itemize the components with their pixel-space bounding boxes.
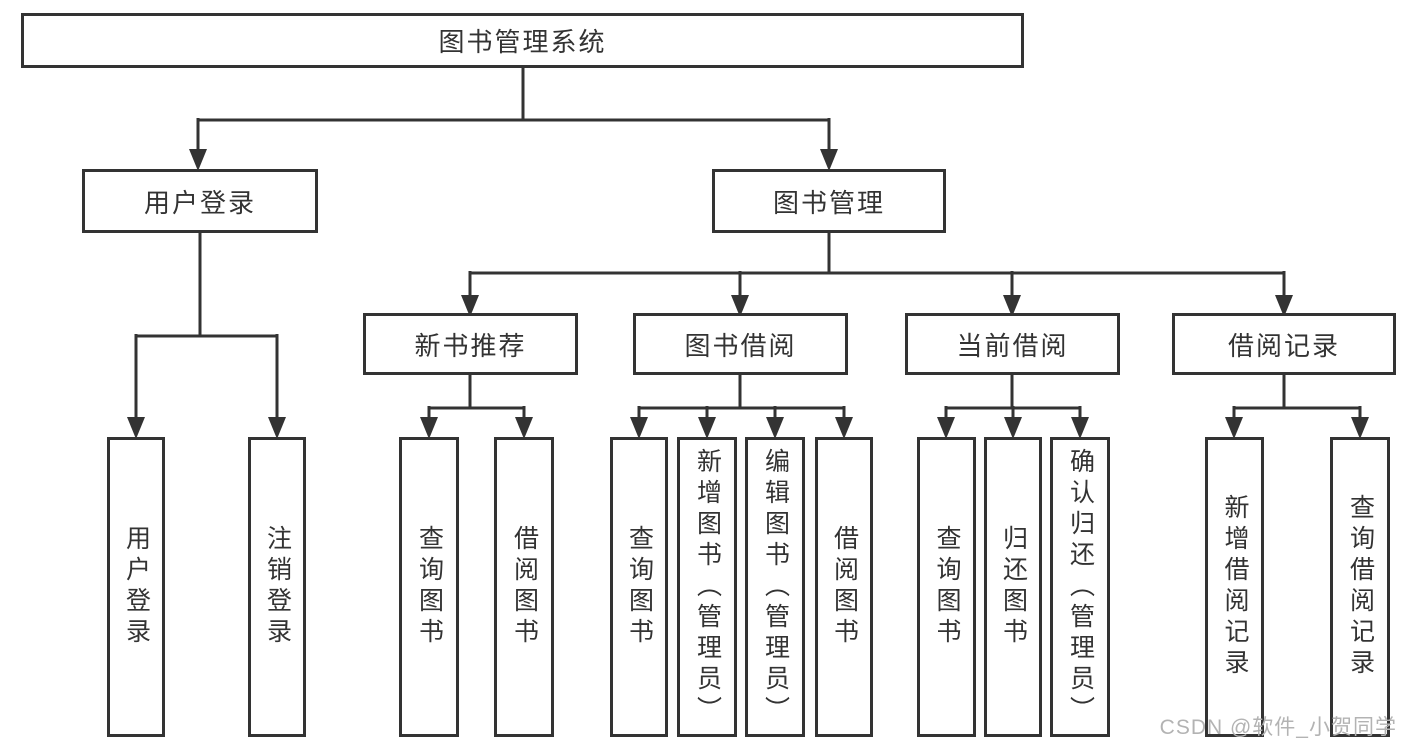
node-library-system-root: 图书管理系统: [21, 13, 1024, 68]
leaf-add-borrow-record: 新增借阅记录: [1205, 437, 1264, 737]
node-current-borrow: 当前借阅: [905, 313, 1120, 375]
node-borrow-records: 借阅记录: [1172, 313, 1396, 375]
leaf-borrow-books: 借阅图书: [815, 437, 873, 737]
node-user-login: 用户登录: [82, 169, 318, 233]
leaf-borrow-books-recommend: 借阅图书: [494, 437, 554, 737]
node-book-management: 图书管理: [712, 169, 946, 233]
leaf-edit-books-admin: 编辑图书（管理员）: [745, 437, 805, 737]
arrowheads: [127, 149, 1369, 439]
node-new-book-recommend: 新书推荐: [363, 313, 578, 375]
leaf-logout: 注销登录: [248, 437, 306, 737]
leaf-query-books-recommend: 查询图书: [399, 437, 459, 737]
node-book-borrow: 图书借阅: [633, 313, 848, 375]
leaf-user-login: 用户登录: [107, 437, 165, 737]
leaf-query-books-borrow: 查询图书: [610, 437, 668, 737]
leaf-confirm-return-admin: 确认归还（管理员）: [1050, 437, 1110, 737]
leaf-add-books-admin: 新增图书（管理员）: [677, 437, 737, 737]
leaf-query-books-current: 查询图书: [917, 437, 976, 737]
leaf-query-borrow-record: 查询借阅记录: [1330, 437, 1390, 737]
watermark: CSDN @软件_小贺同学: [1159, 716, 1397, 739]
leaf-return-books: 归还图书: [984, 437, 1042, 737]
